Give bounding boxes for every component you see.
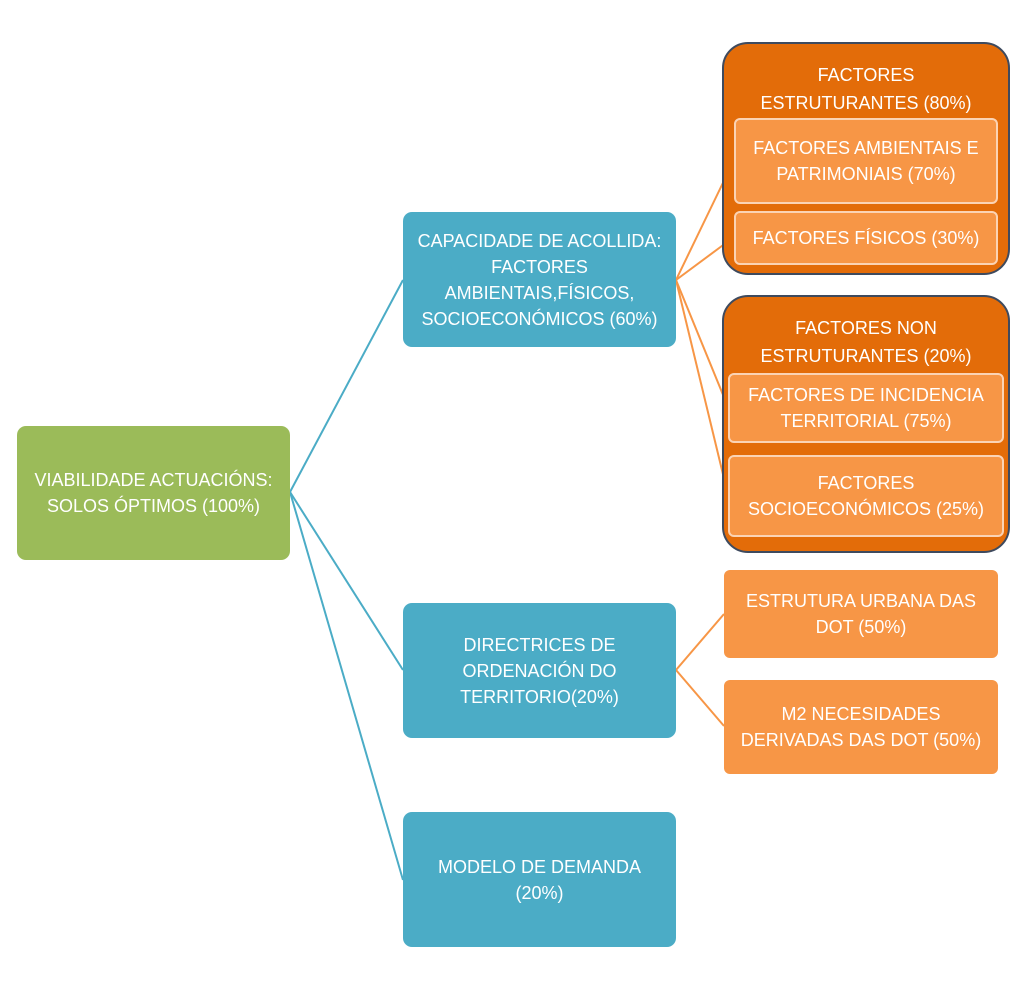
node-ambientais-patrimoniais: FACTORES AMBIENTAIS E PATRIMONIAIS (70%) xyxy=(734,118,998,204)
node-estrutura-urbana: ESTRUTURA URBANA DAS DOT (50%) xyxy=(724,570,998,658)
node-incidencia-territorial: FACTORES DE INCIDENCIA TERRITORIAL (75%) xyxy=(728,373,1004,443)
root-node: VIABILIDADE ACTUACIÓNS: SOLOS ÓPTIMOS (1… xyxy=(17,426,290,560)
directrices-label: DIRECTRICES DE ORDENACIÓN DO TERRITORIO(… xyxy=(460,634,619,707)
node-socioeconomicos: FACTORES SOCIOECONÓMICOS (25%) xyxy=(728,455,1004,537)
connector-root-directrices xyxy=(289,491,404,671)
node-fisicos: FACTORES FÍSICOS (30%) xyxy=(734,211,998,265)
connector-capacidade-incidencia xyxy=(675,279,729,408)
capacidade-label: CAPACIDADE DE ACOLLIDA: FACTORES AMBIENT… xyxy=(417,230,662,329)
estrutura-urbana-label: ESTRUTURA URBANA DAS DOT (50%) xyxy=(745,591,977,637)
connector-root-modelo xyxy=(289,491,404,881)
connector-directrices-m2 xyxy=(675,669,725,727)
ambientais-label: FACTORES AMBIENTAIS E PATRIMONIAIS (70%) xyxy=(753,138,979,184)
node-directrices: DIRECTRICES DE ORDENACIÓN DO TERRITORIO(… xyxy=(403,603,676,738)
fisicos-label: FACTORES FÍSICOS (30%) xyxy=(752,228,980,248)
root-label: VIABILIDADE ACTUACIÓNS: SOLOS ÓPTIMOS (1… xyxy=(34,470,273,516)
connector-directrices-estrutura xyxy=(675,613,725,671)
node-modelo-demanda: MODELO DE DEMANDA (20%) xyxy=(403,812,676,947)
node-capacidade-acollida: CAPACIDADE DE ACOLLIDA: FACTORES AMBIENT… xyxy=(403,212,676,347)
incidencia-label: FACTORES DE INCIDENCIA TERRITORIAL (75%) xyxy=(748,385,984,431)
modelo-label: MODELO DE DEMANDA (20%) xyxy=(437,856,642,903)
socioeconomicos-label: FACTORES SOCIOECONÓMICOS (25%) xyxy=(747,473,985,519)
group-estruturantes: FACTORES ESTRUTURANTES (80%) FACTORES AM… xyxy=(722,42,1010,275)
group-estruturantes-title: FACTORES ESTRUTURANTES (80%) xyxy=(760,65,972,113)
m2-necesidades-label: M2 NECESIDADES DERIVADAS DAS DOT (50%) xyxy=(740,704,982,750)
node-m2-necesidades: M2 NECESIDADES DERIVADAS DAS DOT (50%) xyxy=(724,680,998,774)
connector-root-capacidade xyxy=(289,279,404,493)
group-non-estruturantes-title: FACTORES NON ESTRUTURANTES (20%) xyxy=(760,318,972,366)
connector-capacidade-socioeconomicos xyxy=(675,279,729,496)
group-non-estruturantes: FACTORES NON ESTRUTURANTES (20%) FACTORE… xyxy=(722,295,1010,553)
